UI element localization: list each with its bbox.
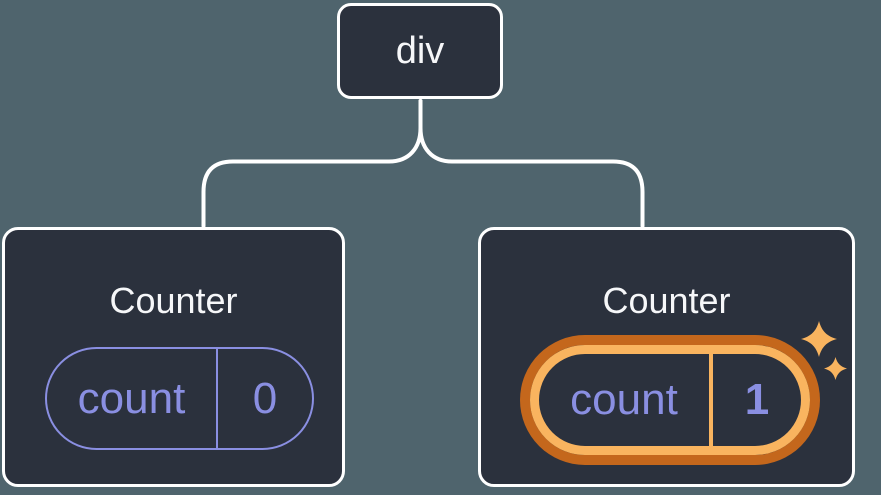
state-pill-highlighted: count 1: [530, 345, 810, 455]
pill-divider: [216, 349, 218, 448]
counter-card-right: Counter count 1: [478, 227, 855, 487]
root-node-label: div: [395, 29, 445, 72]
counter-card-left: Counter count 0: [2, 227, 345, 487]
sparkle-icon: [801, 321, 837, 357]
state-pill: count 0: [45, 347, 314, 450]
state-value: 1: [744, 375, 770, 424]
root-node: div: [337, 3, 503, 99]
component-title: Counter: [109, 280, 238, 321]
state-key-label: count: [77, 373, 186, 423]
state-value: 0: [252, 373, 278, 423]
component-title: Counter: [602, 280, 731, 321]
sparkle-icon: [824, 357, 847, 380]
state-key-label: count: [570, 375, 678, 424]
pill-divider: [709, 354, 713, 446]
